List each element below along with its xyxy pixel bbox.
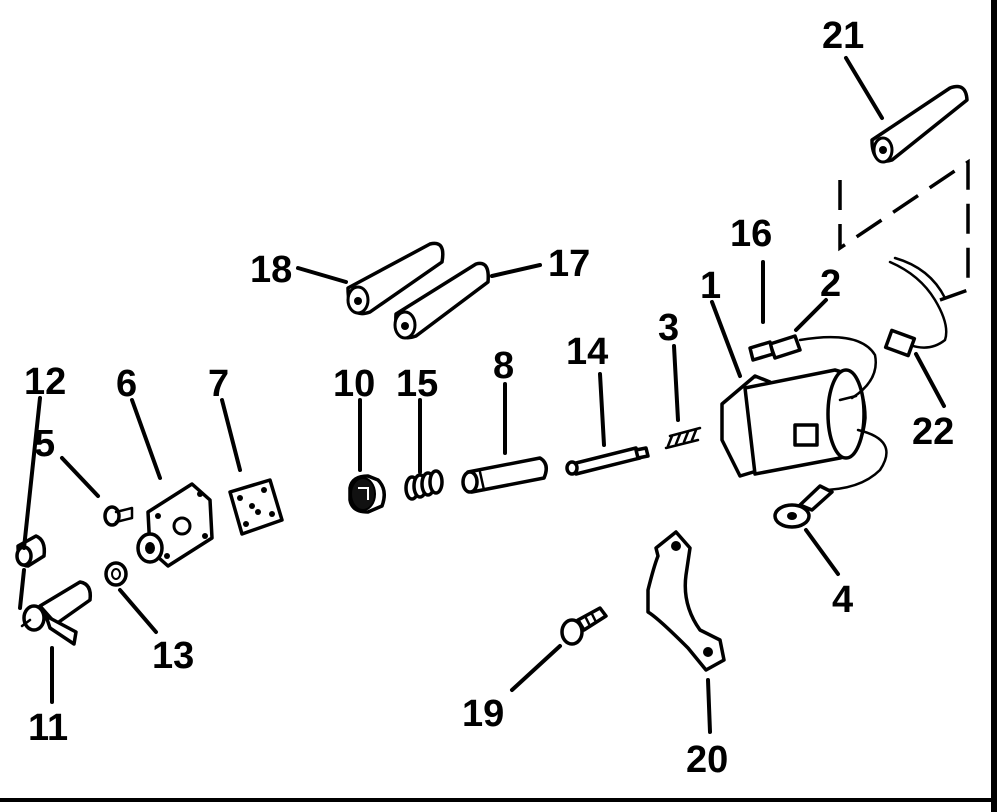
label-7: 7: [208, 363, 229, 405]
part-17-sleeve: [393, 261, 490, 340]
label-15: 15: [396, 363, 438, 405]
label-14: 14: [566, 331, 608, 373]
part-15-spring: [404, 469, 444, 501]
label-2: 2: [820, 263, 841, 305]
label-18: 18: [250, 249, 292, 291]
part-18-sleeve: [346, 241, 445, 316]
label-5: 5: [34, 423, 55, 465]
part-5-screw: [103, 505, 134, 527]
part-6-cover: [136, 482, 214, 568]
part-7-gasket: [228, 478, 284, 536]
part-2-terminal: [748, 334, 802, 362]
part-19-bolt: [560, 606, 608, 646]
label-8: 8: [493, 345, 514, 387]
label-3: 3: [658, 307, 679, 349]
part-1-solenoid: [720, 335, 888, 492]
part-21-sleeve: [870, 84, 969, 164]
part-12-cap: [15, 534, 47, 568]
label-6: 6: [116, 363, 137, 405]
label-4: 4: [832, 579, 853, 621]
leader-lines: [18, 56, 946, 734]
label-13: 13: [152, 635, 194, 677]
part-13-washer: [104, 561, 128, 587]
dashed-guide: [838, 158, 970, 302]
label-22: 22: [912, 411, 954, 453]
label-21: 21: [822, 15, 864, 57]
part-3-spring: [664, 426, 702, 450]
label-10: 10: [333, 363, 375, 405]
part-22-clamp: [883, 256, 948, 358]
label-1: 1: [700, 265, 721, 307]
part-8-plunger: [461, 456, 548, 494]
part-10-bushing: [348, 474, 386, 514]
label-17: 17: [548, 243, 590, 285]
part-4-ring-terminal: [773, 484, 834, 529]
part-14-rod: [565, 446, 650, 476]
part-11-switch: [20, 580, 93, 646]
label-16: 16: [730, 213, 772, 255]
part-20-clamp: [646, 530, 726, 672]
label-20: 20: [686, 739, 728, 781]
label-12: 12: [24, 361, 66, 403]
label-11: 11: [28, 707, 68, 749]
part-labels: 21 18 17 16 2 1 3 14 8 10 15 7 6 12 5 13…: [24, 15, 954, 781]
label-19: 19: [462, 693, 504, 735]
